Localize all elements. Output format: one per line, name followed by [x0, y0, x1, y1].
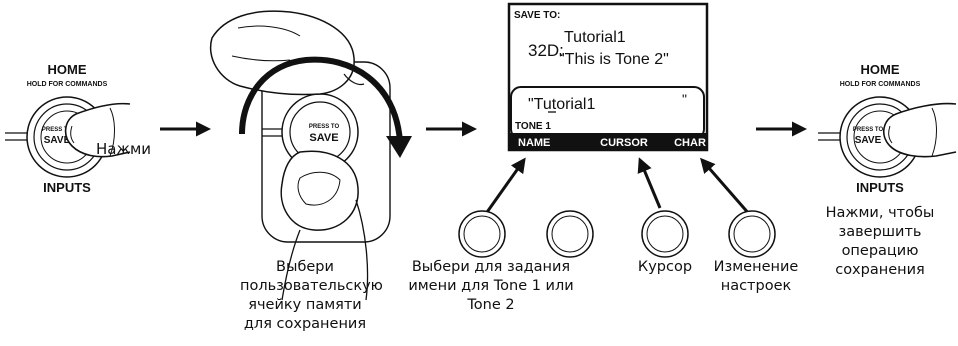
encoder-save-label: SAVE — [309, 132, 338, 144]
confirm-caption: Нажми, чтобы завершить операцию сохранен… — [825, 205, 935, 278]
press-to-label: PRESS TO — [42, 127, 73, 133]
hold-for-commands-label: HOLD FOR COMMANDS — [27, 81, 108, 88]
select-slot-illustration: PRESS TO SAVE — [209, 10, 412, 301]
lcd-softkey-bar — [509, 133, 707, 150]
encoder-press-to-label: PRESS TO — [309, 124, 340, 130]
knob-name[interactable] — [458, 210, 506, 258]
confirm-home-label: HOME — [861, 62, 900, 77]
knob-unused[interactable] — [546, 210, 594, 258]
confirm-save-label: SAVE — [855, 135, 882, 146]
lcd-current-name: Tutorial1 — [564, 29, 626, 46]
confirm-finger-icon — [883, 102, 957, 158]
knob-arrow-char — [700, 157, 752, 216]
lcd-save-to: SAVE TO: — [514, 10, 560, 21]
lcd-slot: 32D: — [528, 41, 564, 60]
thumb-icon — [209, 10, 355, 96]
inputs-label: INPUTS — [43, 180, 91, 195]
softkey-name: NAME — [518, 137, 550, 149]
confirm-inputs-label: INPUTS — [856, 180, 904, 195]
softkey-cursor: CURSOR — [600, 137, 648, 149]
knob-char[interactable] — [728, 210, 776, 258]
knob-name-caption: Выбери для задания имени для Tone 1 или … — [408, 259, 574, 313]
knob-arrow-cursor — [637, 157, 662, 209]
home-label: HOME — [48, 62, 87, 77]
select-slot-caption: Выбери пользовательскую ячейку памяти дл… — [240, 259, 383, 332]
save-label: SAVE — [44, 135, 71, 146]
lcd-screen: SAVE TO: 32D: Tutorial1 "This is Tone 2"… — [507, 2, 709, 152]
softkey-char: CHAR — [674, 137, 706, 149]
knob-arrow-name — [483, 157, 526, 216]
knob-char-caption: Изменение настроек — [713, 259, 799, 294]
lcd-close-quote: " — [682, 91, 687, 107]
finger-icon — [64, 102, 131, 158]
confirm-press-to-label: PRESS TO — [853, 127, 884, 133]
confirm-hold-label: HOLD FOR COMMANDS — [840, 81, 921, 88]
home-panel-press: HOME HOLD FOR COMMANDS INPUTS PRESS TO S… — [5, 62, 131, 195]
rotate-arrow — [239, 56, 403, 143]
lcd-edit-text: "Tutorial1 — [528, 96, 595, 113]
knob-cursor[interactable] — [641, 210, 689, 258]
lcd-new-name: "This is Tone 2" — [559, 51, 669, 68]
knob-cursor-caption: Курсор — [637, 259, 693, 275]
home-panel-confirm: HOME HOLD FOR COMMANDS INPUTS PRESS TO S… — [818, 62, 957, 195]
lcd-tone-label: TONE 1 — [515, 121, 551, 132]
press-caption: Нажми — [96, 140, 151, 158]
